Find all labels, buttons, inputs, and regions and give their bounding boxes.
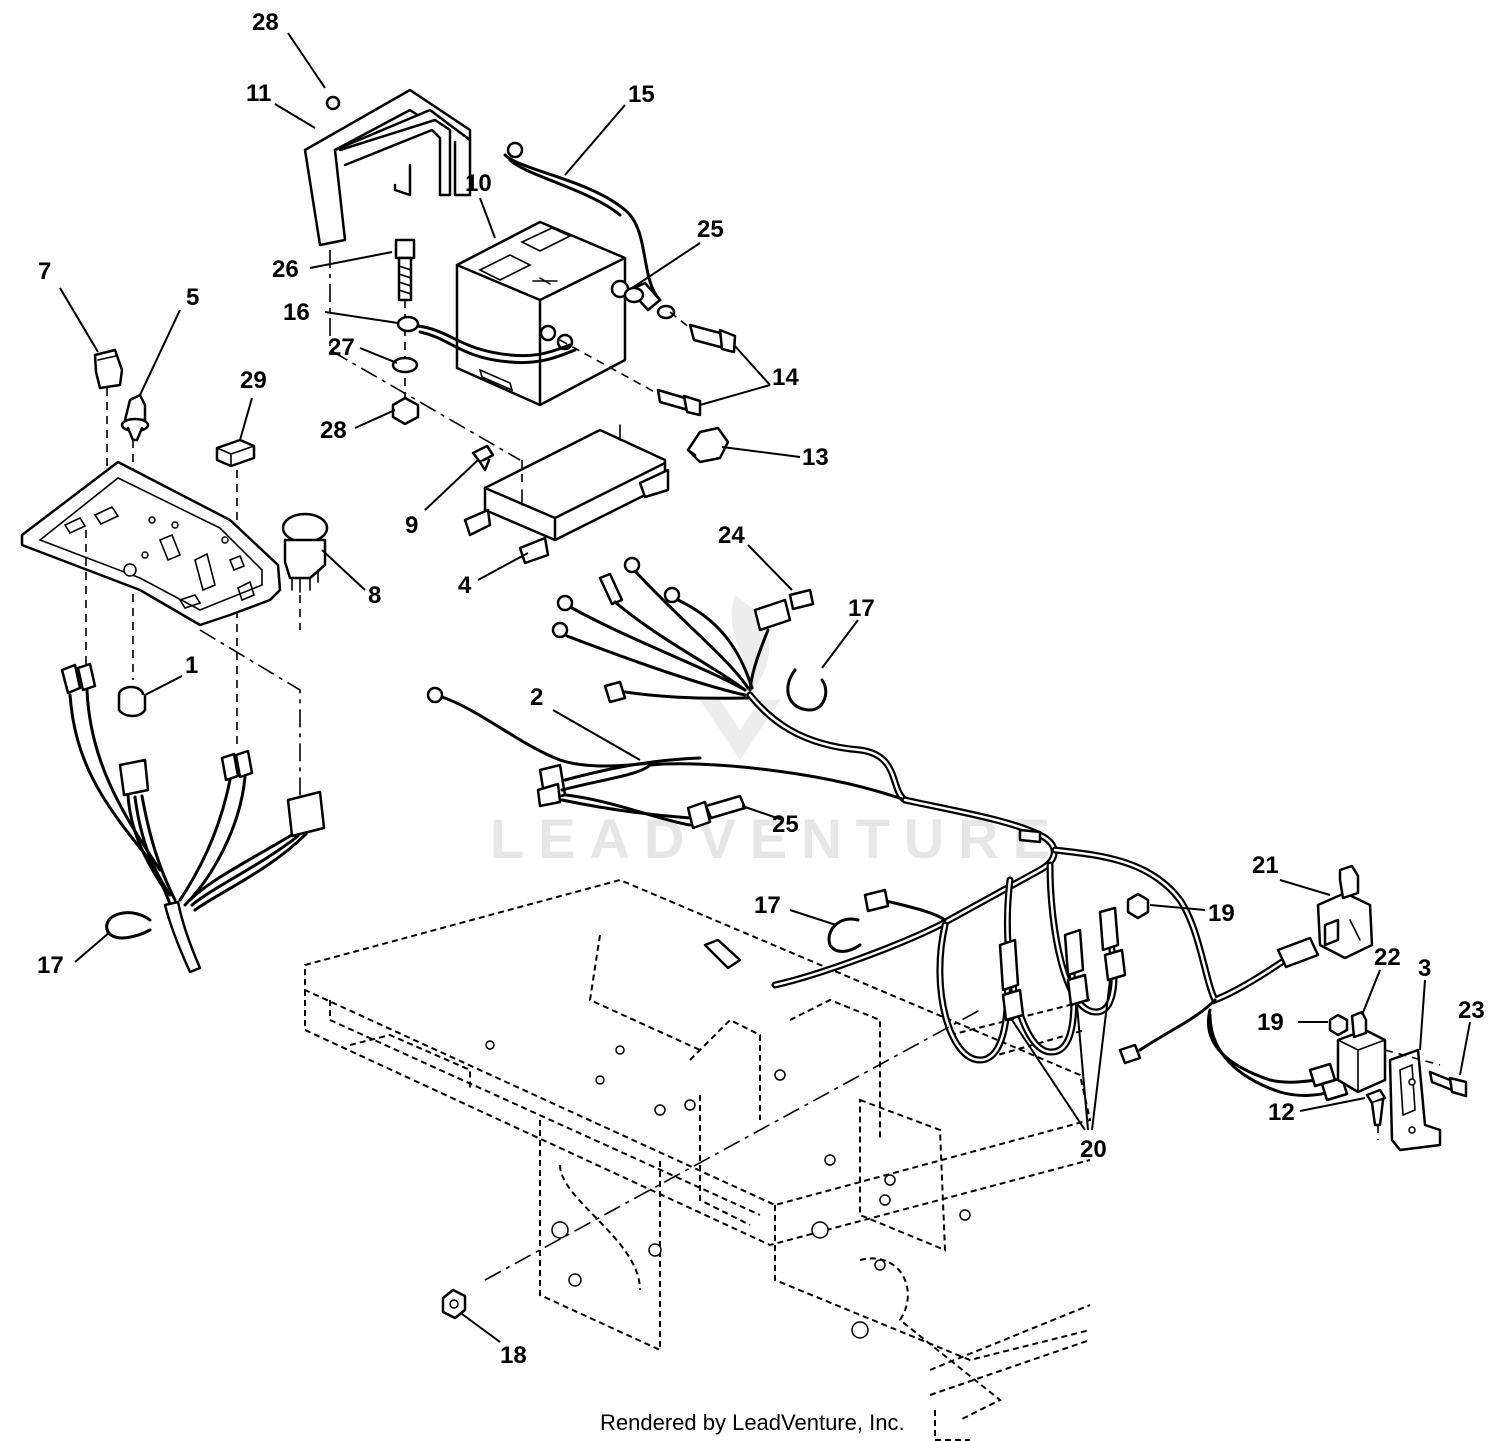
callout-17-upper: 17 [848, 595, 875, 622]
callout-11: 11 [246, 80, 271, 107]
seat-switch [1316, 864, 1374, 960]
callout-8: 8 [368, 582, 381, 609]
callout-28-lower: 28 [320, 417, 347, 444]
callout-23: 23 [1458, 997, 1485, 1024]
callout-labels: 28 11 15 10 25 26 7 5 16 27 14 29 28 13 … [37, 9, 1485, 1369]
battery-terminal-bolts [559, 311, 737, 417]
brake-switch [1336, 1010, 1387, 1094]
callout-2: 2 [530, 684, 543, 711]
callout-17-left: 17 [37, 952, 64, 979]
callout-29: 29 [240, 367, 267, 394]
callout-19-upper: 19 [1208, 900, 1235, 927]
dash-panel [20, 460, 301, 800]
ground-bolt-assembly [329, 238, 577, 461]
callout-25-top: 25 [697, 216, 724, 243]
callout-18: 18 [500, 1342, 527, 1369]
terminal-washers [623, 286, 676, 320]
terminal-boot [686, 426, 730, 464]
callout-10: 10 [465, 170, 492, 197]
callout-3: 3 [1418, 955, 1431, 982]
harness-nuts [1126, 892, 1349, 1037]
callout-25-lower: 25 [772, 811, 799, 838]
switch-bracket [1384, 1048, 1442, 1152]
dash-harness [60, 662, 326, 974]
callout-24: 24 [718, 522, 745, 549]
main-wiring-harness [426, 556, 1349, 1102]
battery [455, 220, 630, 407]
battery-tray [463, 424, 670, 565]
pto-switch [281, 512, 329, 630]
positive-battery-cable [503, 141, 662, 312]
loose-connector [703, 938, 742, 970]
wire-clip-left [105, 911, 152, 940]
callout-21: 21 [1252, 852, 1279, 879]
tray-screw [471, 444, 495, 472]
switch-nut [117, 685, 147, 718]
callout-17-middle: 17 [754, 892, 781, 919]
callout-12: 12 [1268, 1099, 1295, 1126]
callout-14: 14 [772, 364, 799, 391]
callout-28-top: 28 [252, 9, 279, 36]
frame-nut [441, 1009, 981, 1320]
wire-clip-upper [786, 668, 828, 712]
callout-27: 27 [328, 334, 355, 361]
callout-1: 1 [185, 652, 198, 679]
battery-hold-down-bracket [303, 88, 472, 247]
bracket-bolt [1428, 1070, 1468, 1098]
callout-13: 13 [802, 444, 829, 471]
watermark-text: LEADVENTURE [490, 807, 1064, 870]
safety-switch-harness [936, 861, 1127, 1064]
callout-7: 7 [38, 258, 51, 285]
callout-19-lower: 19 [1257, 1009, 1284, 1036]
callout-20: 20 [1080, 1136, 1107, 1163]
callout-16: 16 [283, 299, 310, 326]
callout-22: 22 [1374, 944, 1401, 971]
callout-26: 26 [272, 256, 299, 283]
callout-5: 5 [186, 284, 199, 311]
tractor-frame [304, 878, 1092, 1441]
fuse-holder [753, 588, 815, 632]
watermark: LEADVENTURE [490, 595, 1064, 870]
bracket-screw [1365, 1088, 1387, 1140]
wire-clip-middle [827, 917, 862, 953]
leader-lines [59, 32, 1471, 1343]
callout-4: 4 [458, 572, 472, 599]
callout-9: 9 [405, 512, 418, 539]
footer-credit: Rendered by LeadVenture, Inc. [600, 1410, 905, 1435]
callout-15: 15 [628, 81, 655, 108]
